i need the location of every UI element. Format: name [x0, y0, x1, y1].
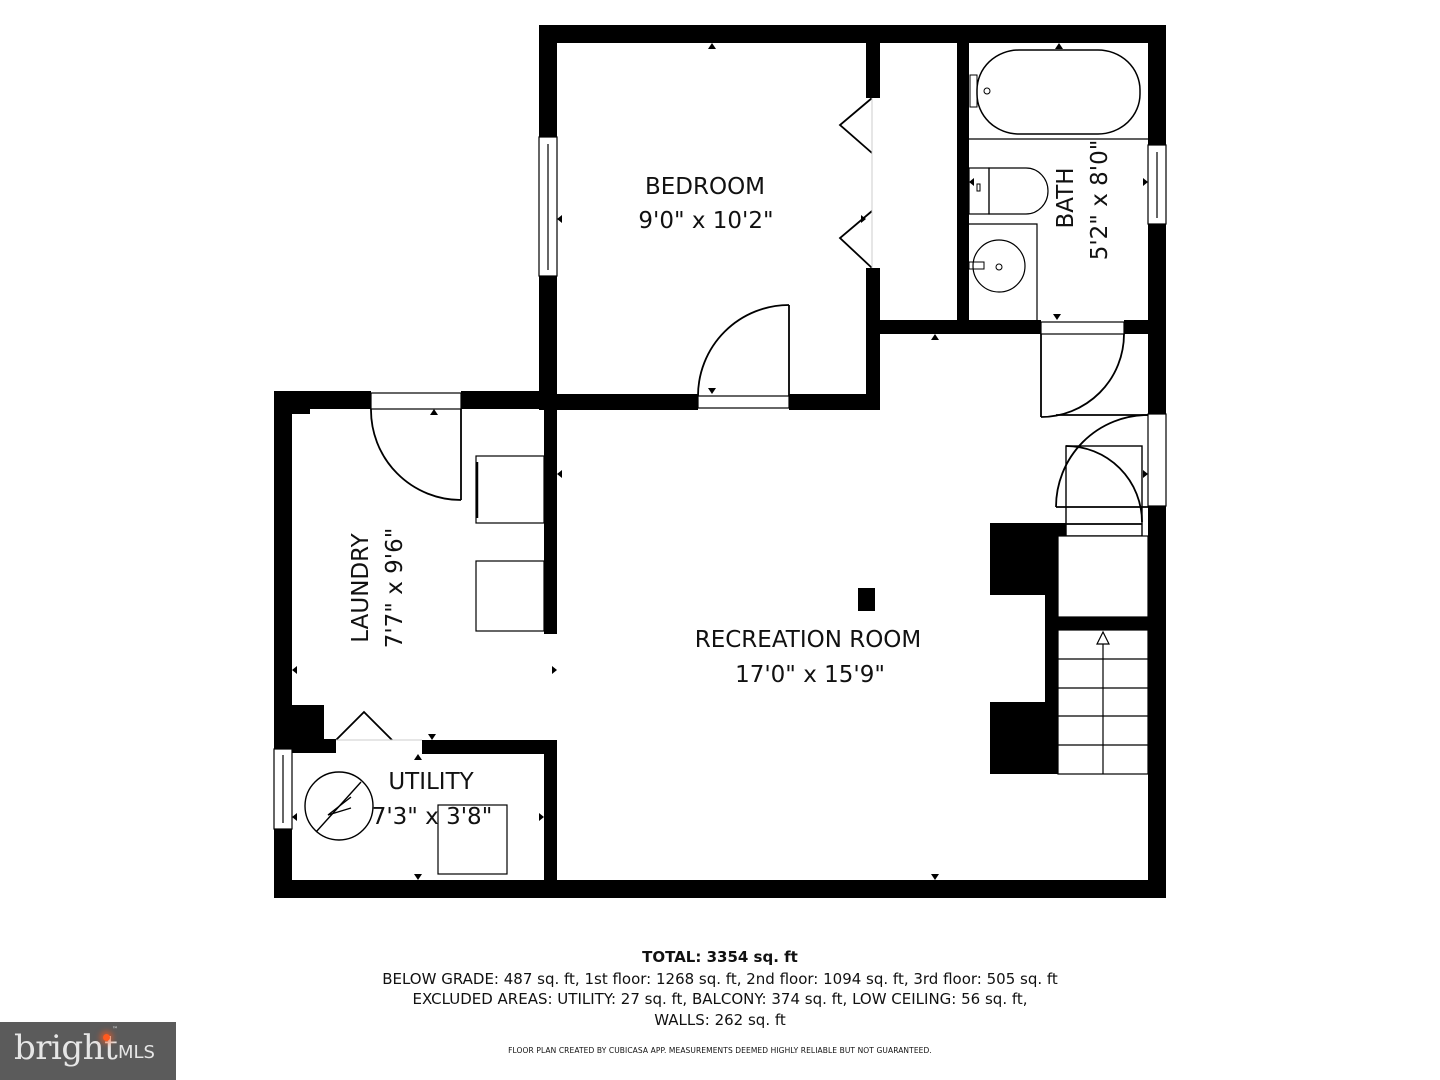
fixtures: [304, 49, 1149, 875]
logo-spark-icon: [103, 1034, 110, 1041]
disclaimer: FLOOR PLAN CREATED BY CUBICASA APP. MEAS…: [508, 1046, 932, 1055]
total-area: TOTAL: 3354 sq. ft: [642, 948, 798, 966]
bright-mls-logo: bright ™ MLS: [0, 1022, 176, 1080]
dryer-icon: [475, 560, 545, 632]
room-name-laundry: LAUNDRY: [348, 532, 374, 642]
room-dims-bedroom: 9'0" x 10'2": [638, 208, 773, 234]
bathtub-icon: [976, 49, 1141, 135]
room-dims-utility: 7'3" x 3'8": [372, 804, 493, 830]
stairs: [1057, 629, 1149, 775]
washer-icon: [475, 455, 545, 524]
side-door-frame: [1147, 413, 1167, 507]
room-name-bedroom: BEDROOM: [645, 174, 765, 200]
windows: [273, 136, 1167, 830]
stairs-up-arrow-icon: [1096, 630, 1110, 645]
room-dims-bath: 5'2" x 8'0": [1087, 140, 1113, 261]
logo-mls: MLS: [118, 1042, 155, 1063]
logo-word: bright: [14, 1028, 118, 1068]
sink-icon: [972, 239, 1026, 293]
excluded-areas: EXCLUDED AREAS: UTILITY: 27 sq. ft, BALC…: [412, 990, 1028, 1008]
dimension-markers: [292, 43, 1148, 880]
room-labels: BEDROOM 9'0" x 10'2" BATH 5'2" x 8'0" LA…: [348, 140, 1113, 830]
room-name-bath: BATH: [1053, 167, 1079, 228]
electrical-panel-icon: [304, 771, 374, 841]
walls: [274, 25, 1166, 898]
walls-area: WALLS: 262 sq. ft: [654, 1011, 786, 1029]
furnace-icon: [437, 804, 508, 875]
room-dims-laundry: 7'7" x 9'6": [382, 528, 408, 649]
room-name-recreation-room: RECREATION ROOM: [695, 627, 922, 653]
doors: [335, 97, 1149, 741]
room-dims-recreation-room: 17'0" x 15'9": [735, 662, 885, 688]
logo-trademark: ™: [112, 1026, 118, 1033]
room-name-utility: UTILITY: [388, 769, 474, 795]
area-breakdown: BELOW GRADE: 487 sq. ft, 1st floor: 1268…: [382, 970, 1058, 988]
